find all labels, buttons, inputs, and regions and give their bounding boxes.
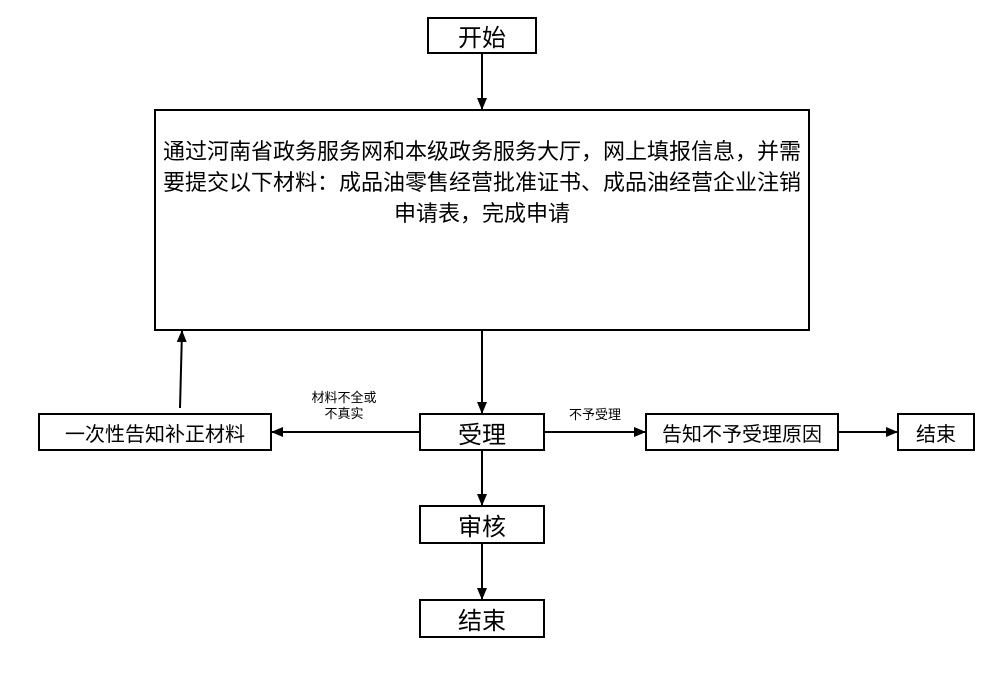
edge-label-incomplete-line2: 不真实 <box>324 407 364 422</box>
apply-node: 通过河南省政务服务网和本级政务服务大厅，网上填报信息，并需要提交以下材料：成品油… <box>154 109 810 331</box>
start-label: 开始 <box>458 24 506 52</box>
start-node: 开始 <box>427 17 537 54</box>
end-reject-label: 结束 <box>916 421 956 446</box>
reject-reason-label: 告知不予受理原因 <box>662 421 822 446</box>
supplement-node: 一次性告知补正材料 <box>38 413 272 451</box>
edge-label-not-accepted-text: 不予受理 <box>568 408 621 423</box>
apply-label: 通过河南省政务服务网和本级政务服务大厅，网上填报信息，并需要提交以下材料：成品油… <box>162 139 801 227</box>
edge-label-not-accepted: 不予受理 <box>560 408 630 424</box>
edge-label-incomplete: 材料不全或 不真实 <box>304 391 384 423</box>
reject-reason-node: 告知不予受理原因 <box>645 413 839 451</box>
accept-label: 受理 <box>458 420 506 449</box>
edge-label-incomplete-line1: 材料不全或 <box>311 391 377 406</box>
supplement-label: 一次性告知补正材料 <box>65 421 245 446</box>
end-label: 结束 <box>458 607 506 635</box>
accept-node: 受理 <box>419 413 545 451</box>
end-node: 结束 <box>419 599 545 638</box>
review-label: 审核 <box>458 513 506 541</box>
arrow-supplement-to-apply <box>176 330 187 409</box>
end-reject-node: 结束 <box>897 413 975 451</box>
review-node: 审核 <box>419 505 545 544</box>
